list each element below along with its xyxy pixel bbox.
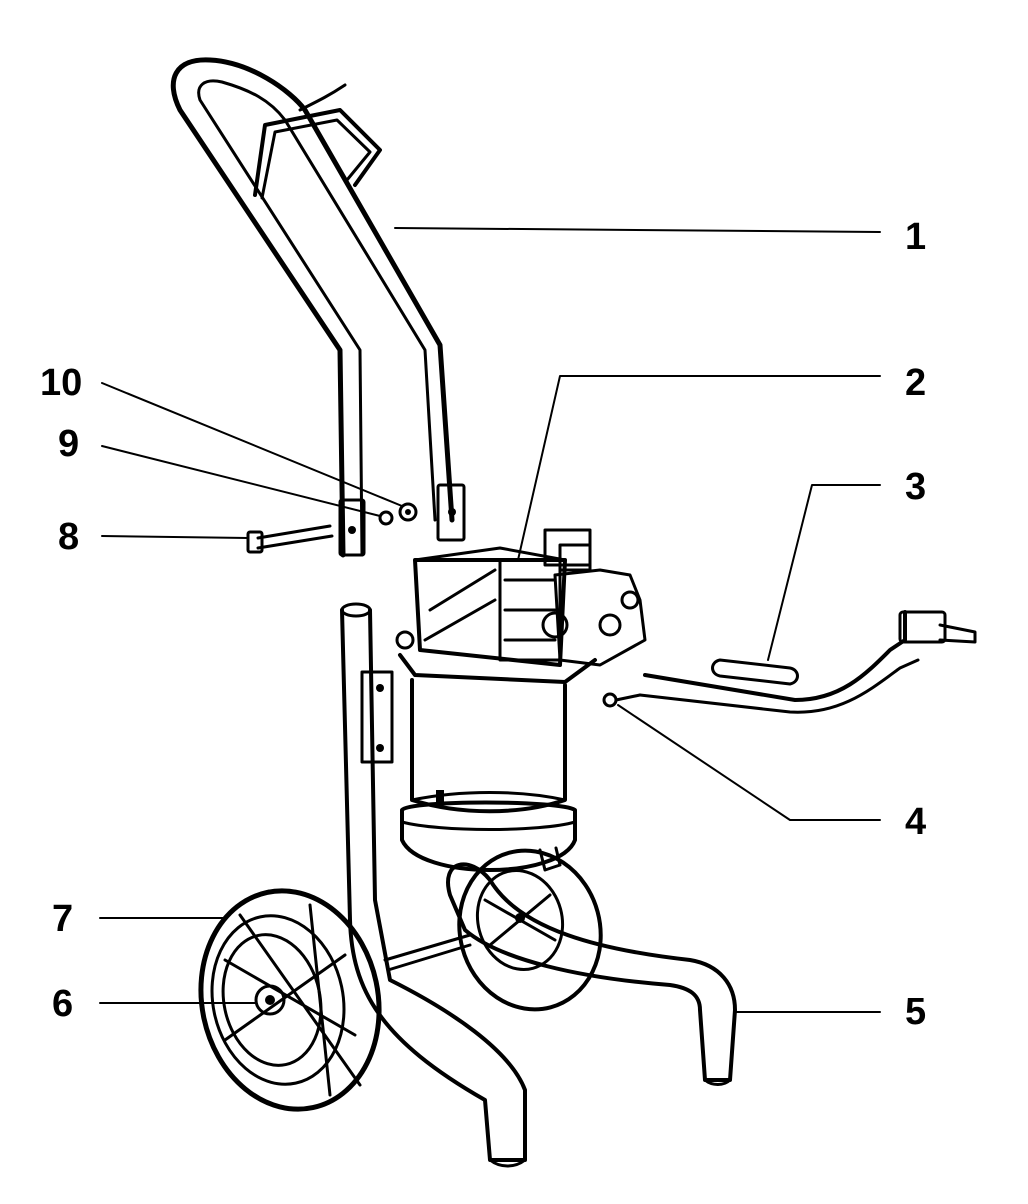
pull-handle — [602, 610, 977, 714]
front-wheel — [198, 888, 382, 1112]
part-label-10: 10 — [40, 362, 83, 404]
part-label-1: 1 — [905, 216, 927, 258]
handle-assembly — [170, 57, 466, 558]
leader-lines — [99, 227, 881, 1013]
part-label-7: 7 — [52, 898, 74, 940]
pump-motor-unit — [395, 528, 647, 872]
part-label-2: 2 — [905, 362, 927, 404]
cart-frame — [340, 602, 737, 1168]
part-label-5: 5 — [905, 991, 927, 1033]
part-label-6: 6 — [52, 983, 74, 1025]
part-label-9: 9 — [58, 423, 80, 465]
part-label-4: 4 — [905, 801, 927, 843]
rear-wheel — [457, 848, 603, 1012]
part-label-8: 8 — [58, 516, 80, 558]
part-label-3: 3 — [905, 466, 927, 508]
bolt-hardware — [246, 502, 418, 554]
